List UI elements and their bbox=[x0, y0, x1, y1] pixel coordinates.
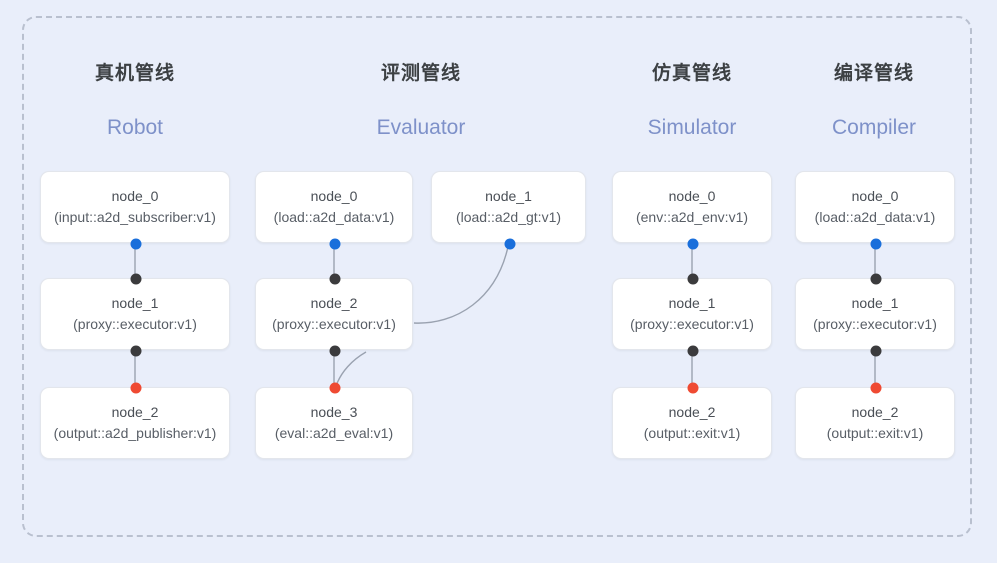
node-spec: (env::a2d_env:v1) bbox=[635, 209, 749, 225]
node-name: node_0 bbox=[851, 188, 899, 204]
node-spec: (eval::a2d_eval:v1) bbox=[274, 425, 394, 441]
node-spec: (load::a2d_gt:v1) bbox=[455, 209, 562, 225]
node-name: node_3 bbox=[310, 404, 358, 420]
column-title-cn-evaluator: 评测管线 bbox=[380, 63, 461, 84]
node-name: node_2 bbox=[310, 295, 358, 311]
column-title-cn-simulator: 仿真管线 bbox=[651, 63, 732, 84]
column-title-en-robot: Robot bbox=[106, 116, 164, 139]
output-port-blue[interactable] bbox=[687, 238, 699, 250]
node-robot-node-1[interactable]: node_1 (proxy::executor:v1) bbox=[40, 273, 230, 357]
node-sim-node-2[interactable]: node_2 (output::exit:v1) bbox=[612, 382, 772, 459]
node-name: node_2 bbox=[851, 404, 899, 420]
node-eval-node-1[interactable]: node_1 (load::a2d_gt:v1) bbox=[431, 171, 586, 250]
node-spec: (proxy::executor:v1) bbox=[73, 316, 197, 332]
node-spec: (proxy::executor:v1) bbox=[272, 316, 396, 332]
input-port-red[interactable] bbox=[687, 382, 699, 394]
node-name: node_2 bbox=[111, 404, 159, 420]
node-name: node_1 bbox=[485, 188, 532, 204]
node-comp-node-2[interactable]: node_2 (output::exit:v1) bbox=[795, 382, 955, 459]
node-robot-node-2[interactable]: node_2 (output::a2d_publisher:v1) bbox=[40, 382, 230, 459]
input-port-red[interactable] bbox=[329, 382, 341, 394]
output-port-black[interactable] bbox=[329, 345, 341, 357]
output-port-blue[interactable] bbox=[504, 238, 516, 250]
output-port-black[interactable] bbox=[130, 345, 142, 357]
edge-eval-gt-to-executor bbox=[413, 241, 510, 324]
output-port-blue[interactable] bbox=[870, 238, 882, 250]
node-comp-node-1[interactable]: node_1 (proxy::executor:v1) bbox=[795, 273, 955, 357]
node-spec: (load::a2d_data:v1) bbox=[273, 209, 395, 225]
output-port-blue[interactable] bbox=[130, 238, 142, 250]
node-name: node_1 bbox=[111, 295, 159, 311]
node-sim-node-0[interactable]: node_0 (env::a2d_env:v1) bbox=[612, 171, 772, 250]
node-spec: (output::exit:v1) bbox=[643, 425, 741, 441]
node-spec: (proxy::executor:v1) bbox=[813, 316, 937, 332]
input-port-black[interactable] bbox=[329, 273, 341, 285]
node-eval-node-0[interactable]: node_0 (load::a2d_data:v1) bbox=[255, 171, 413, 250]
node-robot-node-0[interactable]: node_0 (input::a2d_subscriber:v1) bbox=[40, 171, 230, 250]
column-header-robot: 真机管线 Robot bbox=[35, 62, 235, 141]
column-header-evaluator: 评测管线 Evaluator bbox=[321, 62, 521, 141]
node-name: node_0 bbox=[310, 188, 358, 204]
output-port-blue[interactable] bbox=[329, 238, 341, 250]
node-spec: (load::a2d_data:v1) bbox=[814, 209, 936, 225]
node-name: node_0 bbox=[111, 188, 159, 204]
input-port-black[interactable] bbox=[687, 273, 699, 285]
column-header-simulator: 仿真管线 Simulator bbox=[592, 62, 792, 141]
input-port-red[interactable] bbox=[870, 382, 882, 394]
output-port-black[interactable] bbox=[870, 345, 882, 357]
node-spec: (proxy::executor:v1) bbox=[630, 316, 754, 332]
node-spec: (input::a2d_subscriber:v1) bbox=[54, 209, 216, 225]
column-title-en-simulator: Simulator bbox=[647, 116, 737, 139]
node-name: node_1 bbox=[668, 295, 716, 311]
output-port-black[interactable] bbox=[687, 345, 699, 357]
column-title-cn-robot: 真机管线 bbox=[94, 63, 175, 84]
input-port-black[interactable] bbox=[870, 273, 882, 285]
input-port-red[interactable] bbox=[130, 382, 142, 394]
node-spec: (output::exit:v1) bbox=[826, 425, 924, 441]
column-header-compiler: 编译管线 Compiler bbox=[774, 62, 974, 141]
edge-eval-executor-to-eval bbox=[335, 351, 367, 387]
node-name: node_2 bbox=[668, 404, 716, 420]
column-title-en-evaluator: Evaluator bbox=[376, 116, 466, 139]
node-eval-node-3[interactable]: node_3 (eval::a2d_eval:v1) bbox=[255, 382, 413, 459]
column-title-cn-compiler: 编译管线 bbox=[833, 63, 914, 84]
node-sim-node-1[interactable]: node_1 (proxy::executor:v1) bbox=[612, 273, 772, 357]
node-name: node_1 bbox=[851, 295, 899, 311]
node-spec: (output::a2d_publisher:v1) bbox=[53, 425, 217, 441]
input-port-black[interactable] bbox=[130, 273, 142, 285]
column-title-en-compiler: Compiler bbox=[831, 116, 917, 139]
node-comp-node-0[interactable]: node_0 (load::a2d_data:v1) bbox=[795, 171, 955, 250]
node-eval-node-2[interactable]: node_2 (proxy::executor:v1) bbox=[255, 273, 413, 357]
node-name: node_0 bbox=[668, 188, 716, 204]
